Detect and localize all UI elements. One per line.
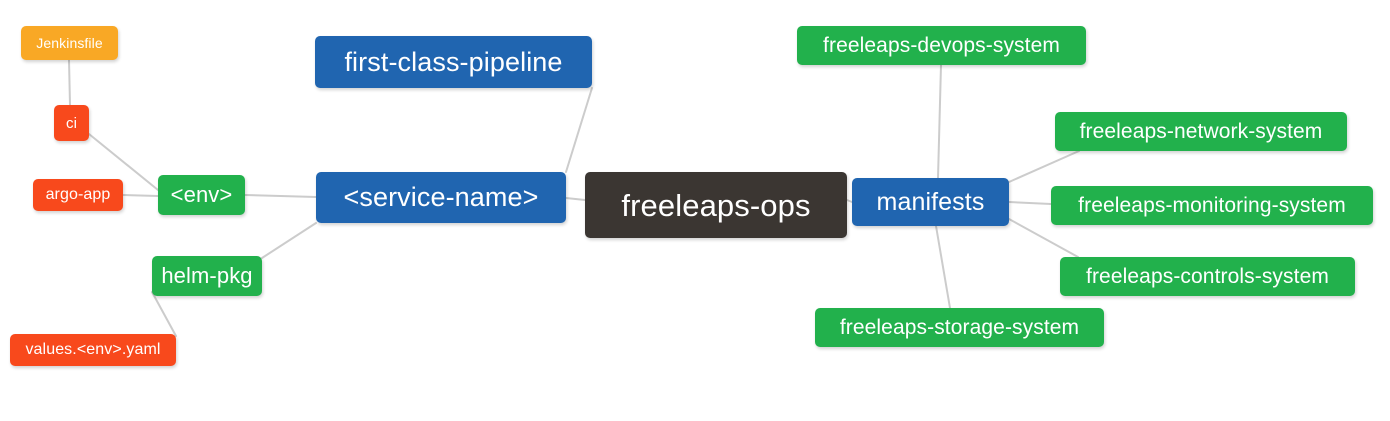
mindmap-node-ci[interactable]: ci — [54, 105, 89, 141]
mindmap-node-jenkinsfile[interactable]: Jenkinsfile — [21, 26, 118, 60]
mindmap-node-freeleaps-monitoring-system[interactable]: freeleaps-monitoring-system — [1051, 186, 1373, 225]
mindmap-edge-manifests-to-freeleaps-monitoring-system — [1008, 201, 1052, 205]
mindmap-edge-manifests-to-freeleaps-storage-system — [935, 225, 951, 309]
mindmap-edge-service-name-to-first-class-pipeline — [565, 87, 593, 173]
mindmap-node-helm-pkg[interactable]: helm-pkg — [152, 256, 262, 296]
mindmap-node-first-class-pipeline[interactable]: first-class-pipeline — [315, 36, 592, 88]
mindmap-edge-freeleaps-ops-to-service-name — [565, 197, 586, 201]
mindmap-edge-service-name-to-env — [244, 194, 317, 198]
mindmap-node-freeleaps-ops[interactable]: freeleaps-ops — [585, 172, 847, 238]
mindmap-node-env[interactable]: <env> — [158, 175, 245, 215]
mindmap-node-values-env-yaml[interactable]: values.<env>.yaml — [10, 334, 176, 366]
mindmap-node-freeleaps-devops-system[interactable]: freeleaps-devops-system — [797, 26, 1086, 65]
mindmap-node-freeleaps-storage-system[interactable]: freeleaps-storage-system — [815, 308, 1104, 347]
mindmap-node-freeleaps-controls-system[interactable]: freeleaps-controls-system — [1060, 257, 1355, 296]
mindmap-node-argo-app[interactable]: argo-app — [33, 179, 123, 211]
mindmap-node-manifests[interactable]: manifests — [852, 178, 1009, 226]
mindmap-edge-ci-to-jenkinsfile — [68, 59, 71, 106]
mindmap-edge-env-to-argo-app — [122, 194, 159, 197]
mindmap-edge-service-name-to-helm-pkg — [261, 222, 317, 259]
mindmap-edge-manifests-to-freeleaps-devops-system — [937, 64, 942, 179]
mindmap-edge-helm-pkg-to-values-env-yaml — [151, 291, 177, 337]
mindmap-node-service-name[interactable]: <service-name> — [316, 172, 566, 223]
mindmap-node-freeleaps-network-system[interactable]: freeleaps-network-system — [1055, 112, 1347, 151]
mindmap-edge-manifests-to-freeleaps-network-system — [1008, 150, 1080, 183]
